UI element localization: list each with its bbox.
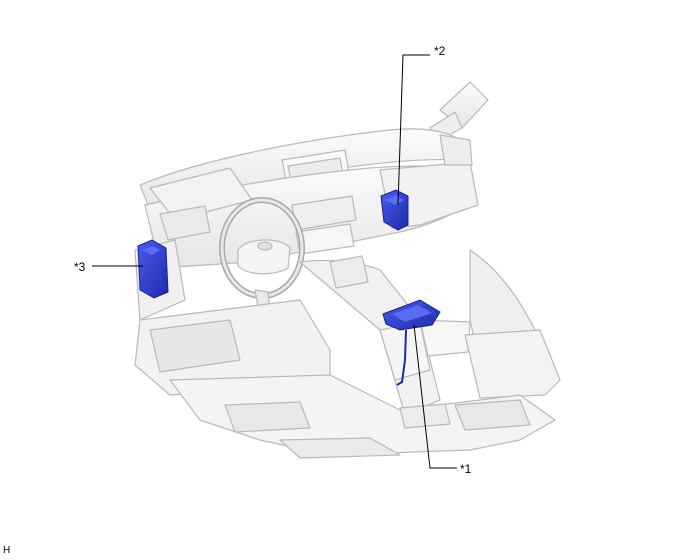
- callout-1: *1: [460, 462, 472, 476]
- component-3: [137, 239, 169, 299]
- leader-line-2: [397, 54, 430, 206]
- leader-lines: [92, 54, 457, 469]
- corner-label: H: [3, 545, 11, 556]
- component-1: [382, 299, 441, 386]
- component-2: [380, 189, 409, 231]
- vehicle-interior: [134, 81, 561, 459]
- leader-line-1: [413, 324, 457, 469]
- callout-3: *3: [74, 260, 86, 274]
- callout-2: *2: [434, 44, 446, 58]
